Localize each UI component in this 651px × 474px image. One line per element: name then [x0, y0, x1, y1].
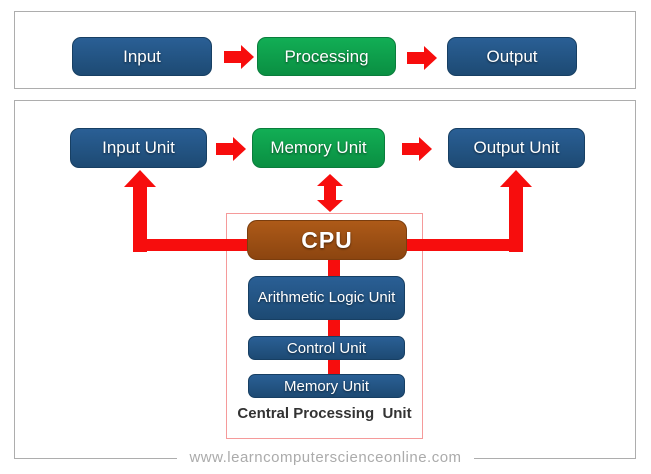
arrow-up-icon: [124, 170, 156, 252]
control-unit-node: Control Unit: [248, 336, 405, 360]
connector-line: [328, 320, 340, 337]
arrow-right-icon: [402, 137, 432, 161]
connector-line: [328, 359, 340, 375]
arrow-right-icon: [224, 45, 254, 69]
watermark-text: www.learncomputerscienceonline.com: [177, 449, 474, 466]
arrow-right-icon: [407, 46, 437, 70]
cpu-memory-unit-node: Memory Unit: [248, 374, 405, 398]
output-unit-node: Output Unit: [448, 128, 585, 168]
memory-unit-node: Memory Unit: [252, 128, 385, 168]
arrow-up-icon: [500, 170, 532, 252]
output-node: Output: [447, 37, 577, 76]
cpu-group-outline: [226, 213, 423, 439]
connector-line: [328, 260, 340, 277]
bus-line: [133, 239, 248, 251]
input-unit-node: Input Unit: [70, 128, 207, 168]
cpu-group-caption: Central Processing Unit: [237, 405, 412, 422]
input-node: Input: [72, 37, 212, 76]
cpu-node: CPU: [247, 220, 407, 260]
processing-node: Processing: [257, 37, 396, 76]
bus-line: [406, 239, 523, 251]
arrow-double-vertical-icon: [317, 174, 343, 212]
alu-node: Arithmetic Logic Unit: [248, 276, 405, 320]
watermark: www.learncomputerscienceonline.com: [0, 449, 651, 467]
arrow-right-icon: [216, 137, 246, 161]
